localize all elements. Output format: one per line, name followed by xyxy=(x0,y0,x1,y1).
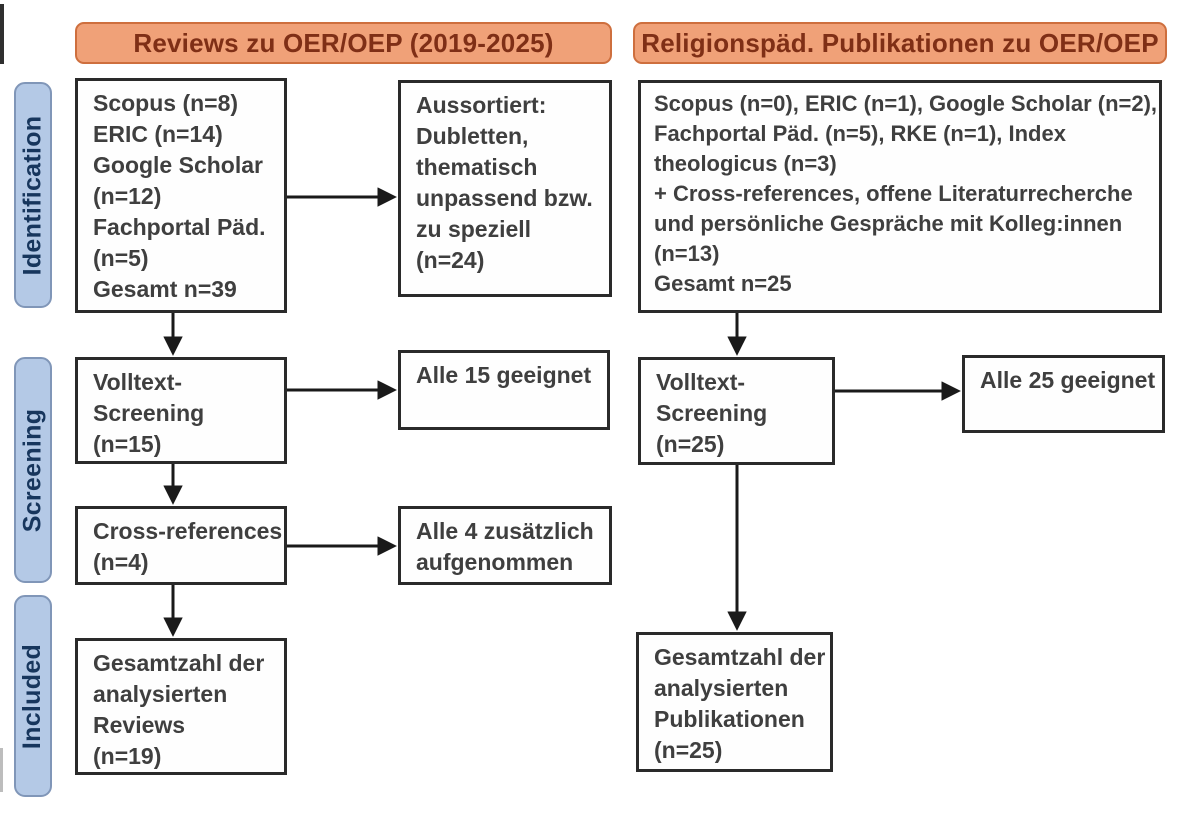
box-left-crossreferences-text: Cross-references (n=4) xyxy=(93,518,283,575)
box-right-included-total-text: Gesamtzahl der analysierten Publikatione… xyxy=(654,644,826,763)
box-left-fulltext-result-text: Alle 15 geeignet xyxy=(416,362,592,388)
box-left-crossreferences-result: Alle 4 zusätzlich aufgenommen xyxy=(398,506,612,585)
box-right-fulltext-screening-text: Volltext- Screening (n=25) xyxy=(656,369,768,457)
column-header-religionspaed: Religionspäd. Publikationen zu OER/OEP xyxy=(633,22,1167,64)
stage-label-included: Included xyxy=(18,643,47,749)
box-left-included-total: Gesamtzahl der analysierten Reviews (n=1… xyxy=(75,638,287,775)
box-left-crossreferences-result-text: Alle 4 zusätzlich aufgenommen xyxy=(416,518,594,575)
scan-artifact-bottom-left xyxy=(0,748,3,792)
stage-pill-included: Included xyxy=(14,595,52,797)
stage-pill-identification: Identification xyxy=(14,82,52,308)
column-header-reviews: Reviews zu OER/OEP (2019-2025) xyxy=(75,22,612,64)
box-right-sources: Scopus (n=0), ERIC (n=1), Google Scholar… xyxy=(638,80,1162,313)
column-header-religionspaed-label: Religionspäd. Publikationen zu OER/OEP xyxy=(641,27,1159,58)
column-header-reviews-label: Reviews zu OER/OEP (2019-2025) xyxy=(133,27,554,58)
box-right-fulltext-result-text: Alle 25 geeignet xyxy=(980,367,1156,393)
box-left-sources-text: Scopus (n=8) ERIC (n=14) Google Scholar … xyxy=(93,90,266,302)
box-right-fulltext-screening: Volltext- Screening (n=25) xyxy=(638,357,835,465)
box-left-excluded-text: Aussortiert: Dubletten, thematisch unpas… xyxy=(416,92,593,273)
box-left-crossreferences: Cross-references (n=4) xyxy=(75,506,287,585)
box-left-fulltext-screening: Volltext- Screening (n=15) xyxy=(75,357,287,464)
stage-label-screening: Screening xyxy=(18,408,47,532)
box-left-fulltext-result: Alle 15 geeignet xyxy=(398,350,610,430)
box-right-fulltext-result: Alle 25 geeignet xyxy=(962,355,1165,433)
scan-artifact-top-left xyxy=(0,4,4,64)
stage-pill-screening: Screening xyxy=(14,357,52,583)
box-left-excluded: Aussortiert: Dubletten, thematisch unpas… xyxy=(398,80,612,297)
box-right-included-total: Gesamtzahl der analysierten Publikatione… xyxy=(636,632,833,772)
box-left-included-total-text: Gesamtzahl der analysierten Reviews (n=1… xyxy=(93,650,265,769)
stage-label-identification: Identification xyxy=(18,115,47,275)
box-right-sources-text: Scopus (n=0), ERIC (n=1), Google Scholar… xyxy=(654,91,1158,296)
box-left-sources: Scopus (n=8) ERIC (n=14) Google Scholar … xyxy=(75,78,287,313)
box-left-fulltext-screening-text: Volltext- Screening (n=15) xyxy=(93,369,205,457)
